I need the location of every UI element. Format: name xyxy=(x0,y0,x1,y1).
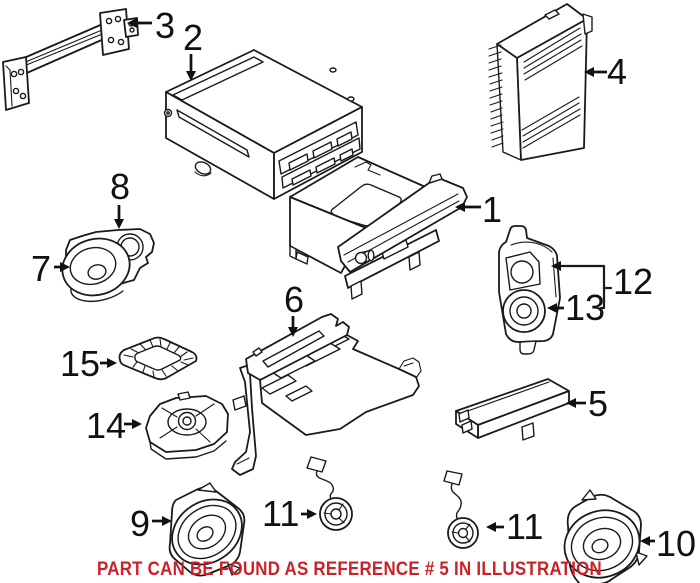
part-number-5: 5 xyxy=(588,383,608,424)
part-11-left-tweeter-drawing xyxy=(306,456,353,531)
part-10-speaker-drawing xyxy=(563,489,648,583)
part-number-15: 15 xyxy=(60,343,100,384)
label-8: 8 xyxy=(110,166,130,229)
part-number-10: 10 xyxy=(656,523,696,564)
part-1-head-unit-drawing xyxy=(289,156,468,300)
gasket-ticks xyxy=(123,338,194,378)
part-4-amplifier-drawing xyxy=(488,3,593,161)
label-13: 13 xyxy=(547,287,605,328)
label-5: 5 xyxy=(566,383,608,424)
part-6-mounting-frame-drawing xyxy=(231,313,422,476)
part-7-8-speaker-assembly-drawing xyxy=(61,228,155,303)
part-12-13-speaker-pod-drawing xyxy=(498,225,561,355)
part-3-bracket-drawing xyxy=(2,8,139,111)
label-11-left: 11 xyxy=(262,493,317,534)
label-7: 7 xyxy=(31,248,70,289)
label-11-right: 11 xyxy=(486,506,543,547)
part-number-11-right: 11 xyxy=(506,506,543,547)
part-number-14: 14 xyxy=(86,405,126,446)
label-15: 15 xyxy=(60,343,117,384)
label-12: 12 xyxy=(551,261,653,310)
part-number-11-left: 11 xyxy=(262,493,299,534)
part-number-8: 8 xyxy=(110,166,130,207)
part-number-2: 2 xyxy=(183,17,203,58)
part-2-cd-changer-drawing xyxy=(163,49,363,200)
part-number-4: 4 xyxy=(607,51,627,92)
label-1: 1 xyxy=(455,189,502,230)
part-number-6: 6 xyxy=(284,279,304,320)
amplifier-fins xyxy=(488,44,504,148)
part-11-right-tweeter-drawing xyxy=(443,470,479,549)
label-14: 14 xyxy=(86,405,142,446)
part-15-gasket-drawing xyxy=(118,336,198,381)
label-6: 6 xyxy=(284,279,304,337)
amplifier-hatching xyxy=(521,27,583,149)
part-5-module-drawing xyxy=(455,378,570,441)
part-number-13: 13 xyxy=(565,287,605,328)
part-9-speaker-drawing xyxy=(168,482,246,577)
part-number-3: 3 xyxy=(155,5,175,46)
label-3: 3 xyxy=(127,5,175,46)
label-9: 9 xyxy=(130,503,172,544)
label-4: 4 xyxy=(584,51,627,92)
part-number-1: 1 xyxy=(482,189,502,230)
reference-note-caption: PART CAN BE FOUND AS REFERENCE # 5 IN IL… xyxy=(97,559,602,580)
part-number-12: 12 xyxy=(613,261,653,302)
label-10: 10 xyxy=(640,523,696,564)
part-number-9: 9 xyxy=(130,503,150,544)
part-number-7: 7 xyxy=(31,248,51,289)
part-14-speaker-box-drawing xyxy=(145,391,229,460)
label-2: 2 xyxy=(183,17,203,81)
